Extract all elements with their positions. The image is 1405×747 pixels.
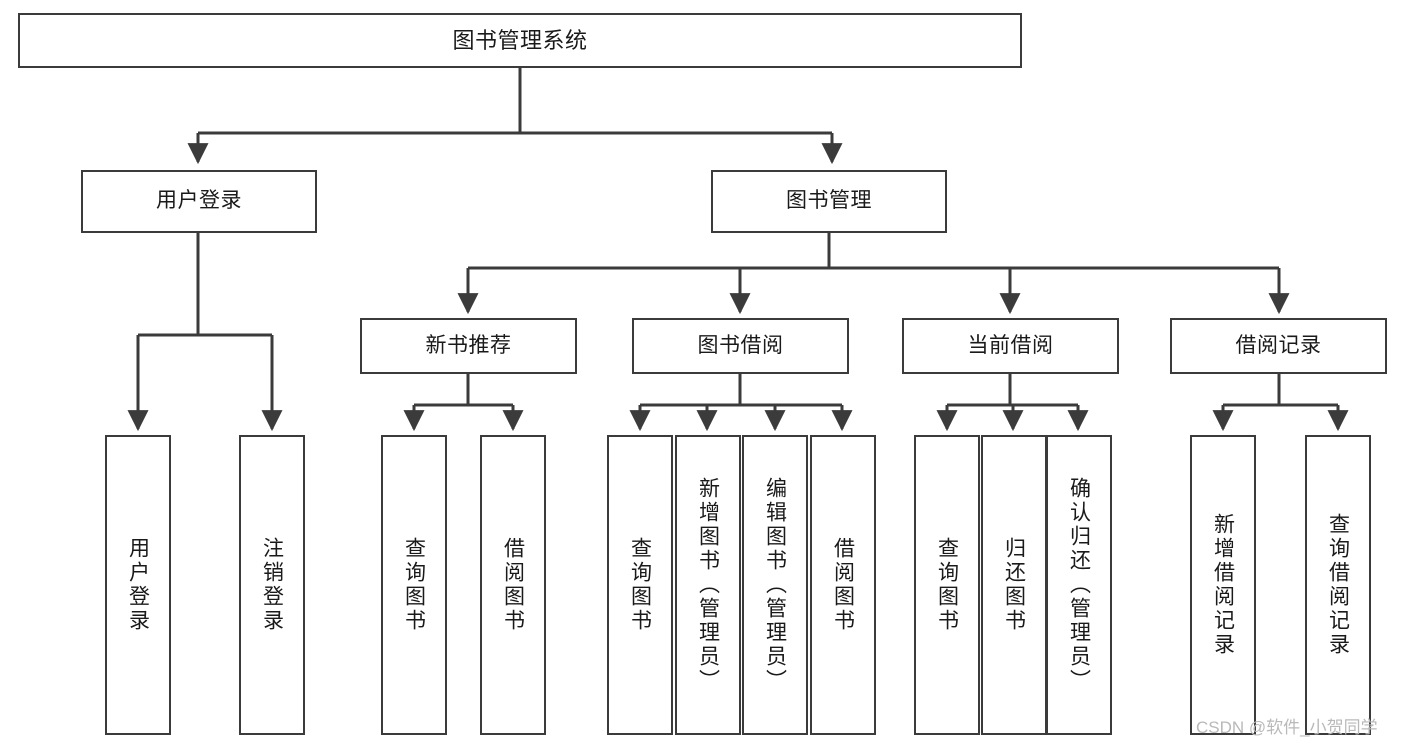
leaf-add-borrow-record[interactable]: 新增借阅记录 [1190,435,1256,735]
node-label: 图书管理系统 [452,27,588,53]
node-book-borrow[interactable]: 图书借阅 [632,318,849,374]
node-label: 查询图书 [402,537,426,633]
leaf-confirm-return-admin[interactable]: 确认归还（管理员） [1046,435,1112,735]
node-new-book-recommend[interactable]: 新书推荐 [360,318,577,374]
node-label: 借阅图书 [501,537,525,633]
leaf-borrow-book-recommend[interactable]: 借阅图书 [480,435,546,735]
leaf-query-book-current[interactable]: 查询图书 [914,435,980,735]
node-label: 查询图书 [628,537,652,633]
leaf-user-login[interactable]: 用户登录 [105,435,171,735]
node-label: 新增借阅记录 [1211,513,1235,657]
node-label: 注销登录 [260,537,284,633]
node-label: 归还图书 [1002,537,1026,633]
node-label: 用户登录 [126,537,150,633]
node-label: 新书推荐 [425,333,512,357]
node-label: 用户登录 [156,189,242,213]
node-label: 借阅记录 [1235,333,1322,357]
node-book-management[interactable]: 图书管理 [711,170,947,233]
node-label: 确认归还（管理员） [1067,477,1091,693]
node-label: 图书管理 [786,189,872,213]
leaf-logout[interactable]: 注销登录 [239,435,305,735]
node-label: 查询图书 [935,537,959,633]
leaf-query-book-borrow[interactable]: 查询图书 [607,435,673,735]
node-label: 新增图书（管理员） [696,477,720,693]
leaf-add-book-admin[interactable]: 新增图书（管理员） [675,435,741,735]
node-user-login[interactable]: 用户登录 [81,170,317,233]
node-label: 查询借阅记录 [1326,513,1350,657]
leaf-query-book-recommend[interactable]: 查询图书 [381,435,447,735]
leaf-borrow-book[interactable]: 借阅图书 [810,435,876,735]
node-root-system[interactable]: 图书管理系统 [18,13,1022,68]
leaf-query-borrow-record[interactable]: 查询借阅记录 [1305,435,1371,735]
node-current-borrow[interactable]: 当前借阅 [902,318,1119,374]
node-label: 编辑图书（管理员） [763,477,787,693]
node-borrow-record[interactable]: 借阅记录 [1170,318,1387,374]
csdn-watermark: CSDN @软件_小贺同学 [1196,718,1378,737]
node-label: 当前借阅 [967,333,1054,357]
leaf-return-book[interactable]: 归还图书 [981,435,1047,735]
node-label: 图书借阅 [697,333,784,357]
leaf-edit-book-admin[interactable]: 编辑图书（管理员） [742,435,808,735]
node-label: 借阅图书 [831,537,855,633]
